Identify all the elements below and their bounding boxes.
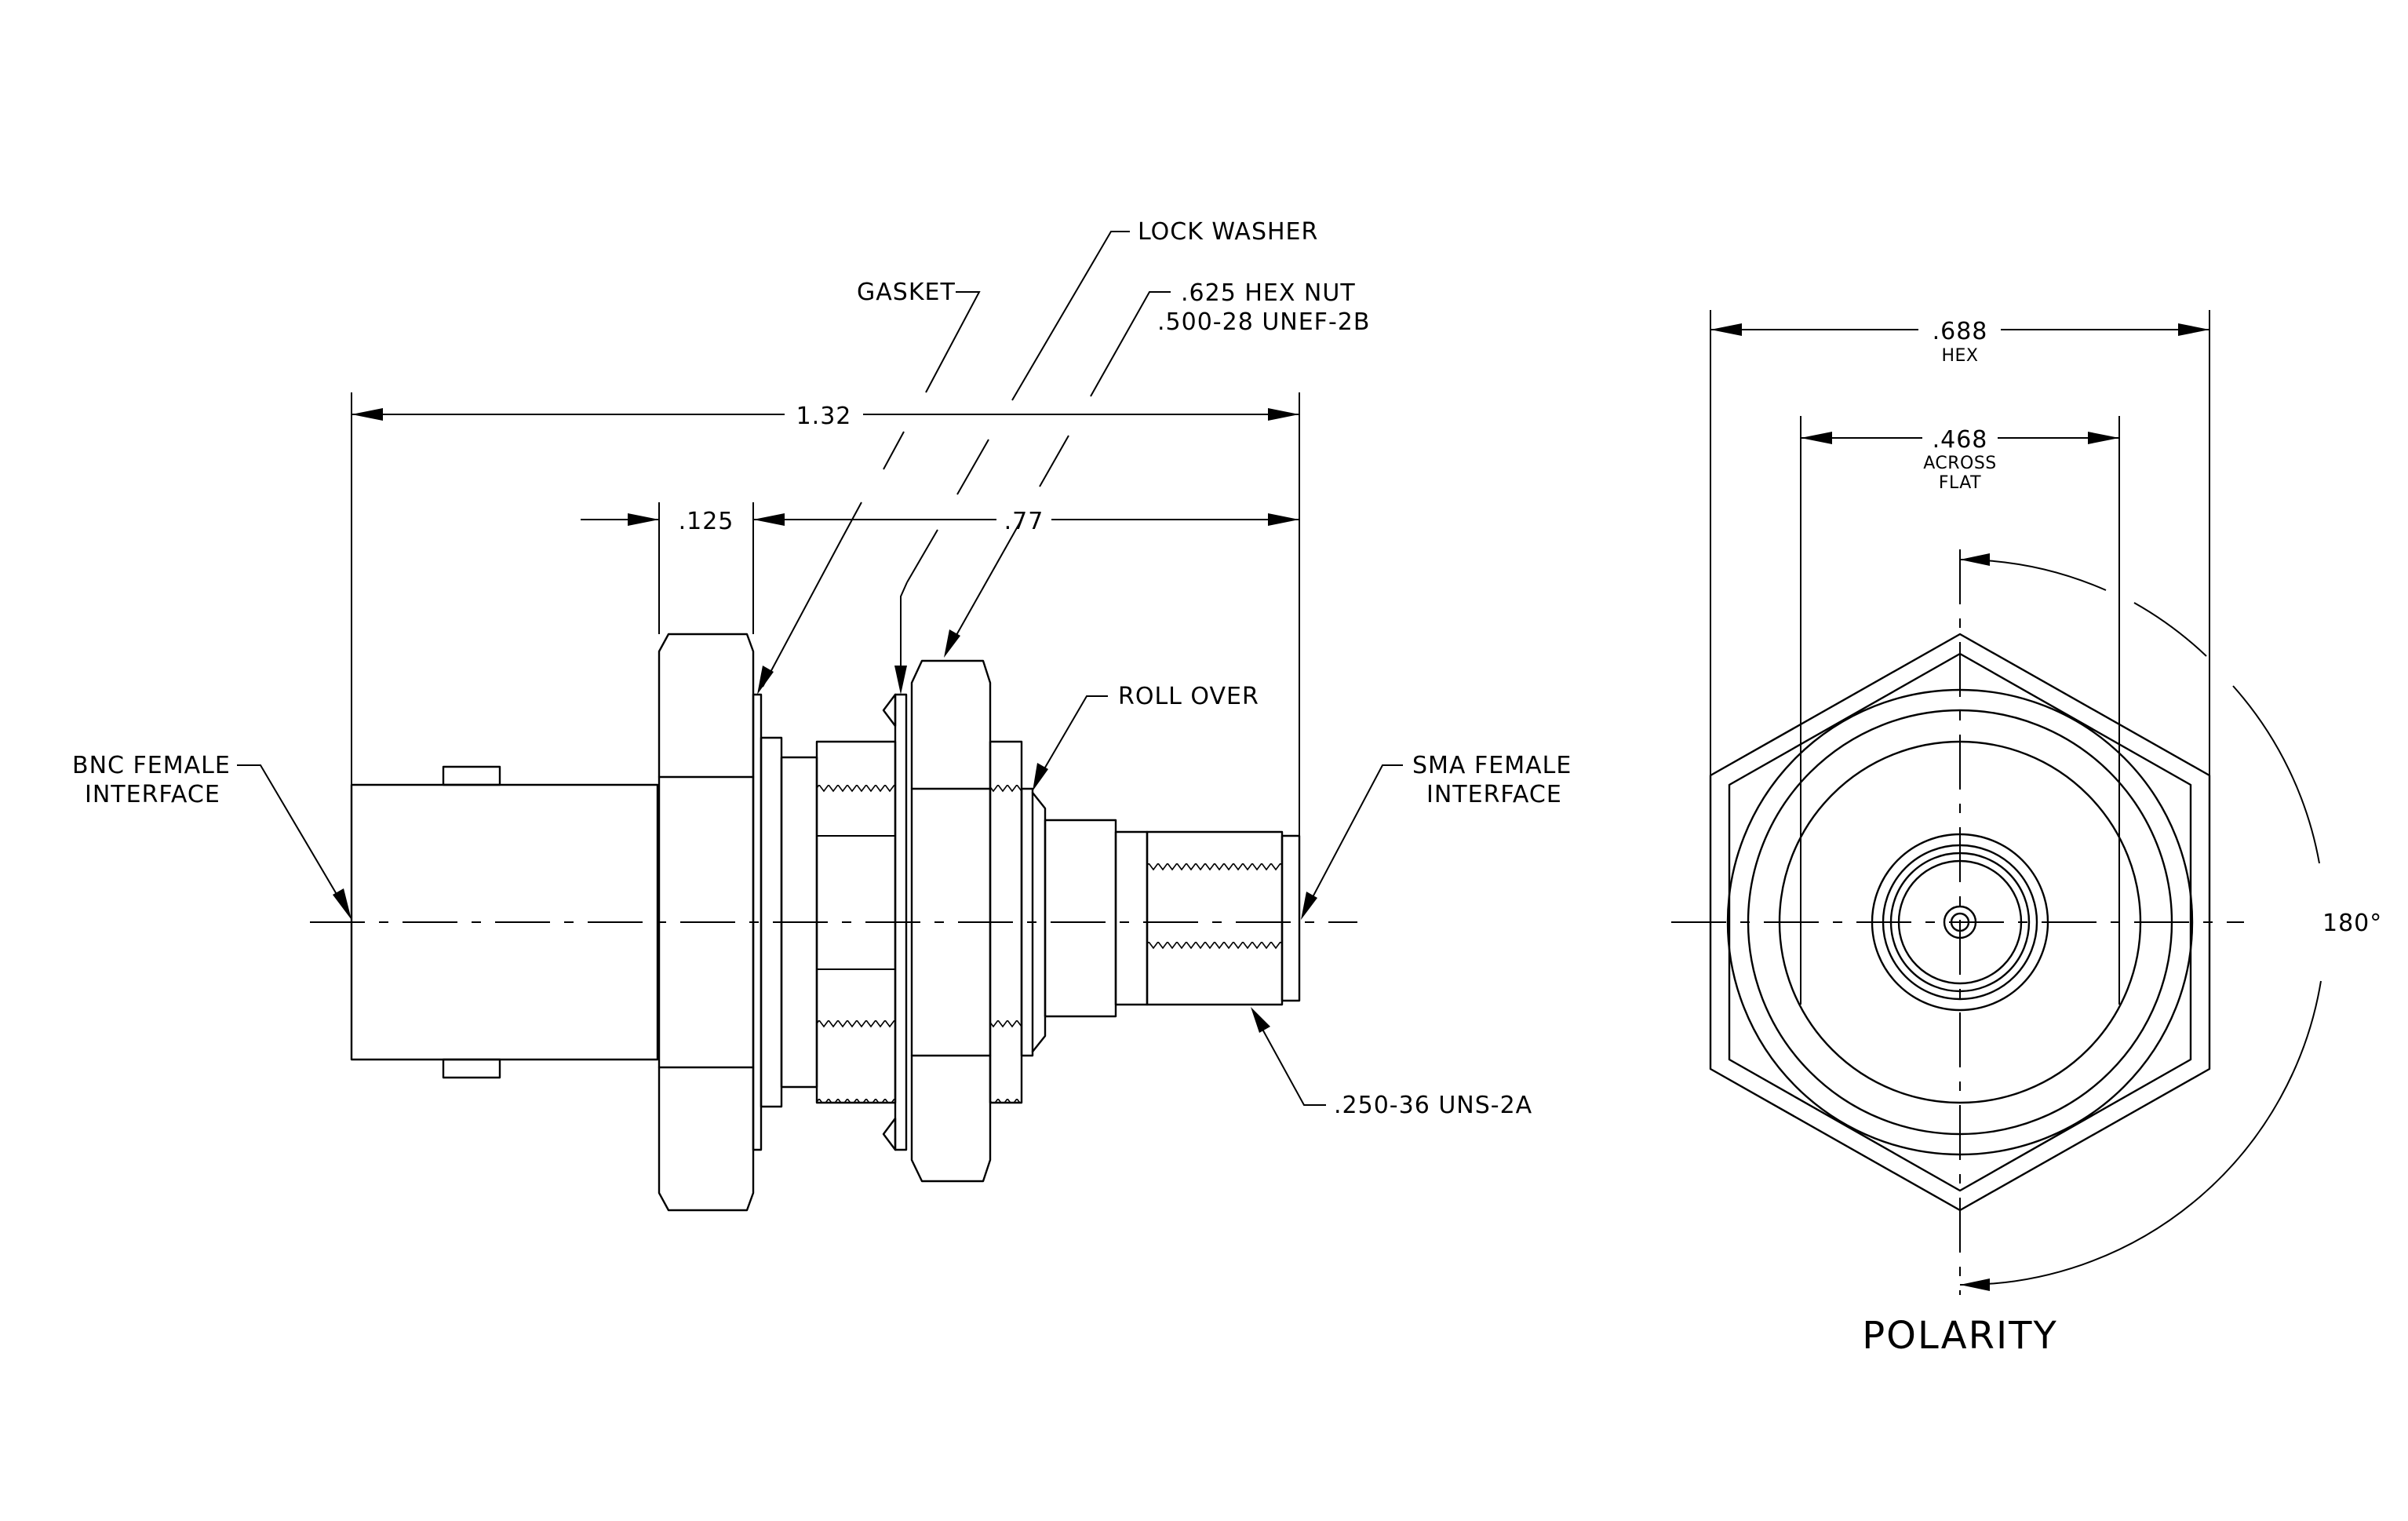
hex-nut: [910, 659, 992, 1183]
dim-angle-text: 180°: [2322, 910, 2382, 937]
callout-gasket: GASKET: [757, 279, 981, 695]
callout-hex-nut-line1: .625 HEX NUT: [1181, 279, 1356, 307]
callout-bnc: BNC FEMALE INTERFACE: [72, 752, 352, 920]
callout-lock-washer-text: LOCK WASHER: [1138, 218, 1318, 246]
dim-hex-note: HEX: [1941, 346, 1978, 366]
end-inner-hex: [1728, 652, 2192, 1192]
end-sma-outer: [1871, 833, 2049, 1012]
callout-roll-over-text: ROLL OVER: [1118, 683, 1259, 710]
dim-across-note-2: FLAT: [1939, 473, 1981, 493]
end-flange-circle: [1726, 688, 2194, 1156]
dim-angle: 180°: [1959, 553, 2382, 1291]
end-body-circle: [1778, 740, 2142, 1104]
bnc-body: [350, 765, 659, 1079]
side-view: 1.32 .125 .77 BNC FEMALE INTERFACE GASKE…: [72, 218, 1572, 1212]
end-washer-circle: [1747, 709, 2173, 1136]
dim-overall-length-text: 1.32: [796, 403, 852, 430]
dim-overall-length: 1.32: [352, 403, 1299, 430]
roll-over: [1020, 787, 1047, 1057]
callout-gasket-text: GASKET: [857, 279, 956, 306]
end-center-pin-inner: [1950, 912, 1970, 932]
callout-bnc-line1: BNC FEMALE: [72, 752, 231, 779]
dim-hex-size-text: .688: [1933, 318, 1988, 345]
dim-across-note-1: ACROSS: [1923, 454, 1997, 473]
sma-neck: [1044, 819, 1117, 1018]
dim-body-length-text: .77: [1004, 508, 1044, 535]
callout-hex-nut-line2: .500-28 UNEF-2B: [1157, 308, 1370, 336]
end-sma-ring3: [1897, 859, 2023, 985]
end-view: .688 HEX .468 ACROSS FLAT 180° POLARITY: [1671, 310, 2382, 1358]
callout-thread-spec-text: .250-36 UNS-2A: [1334, 1092, 1532, 1119]
flange-hex: [658, 633, 755, 1212]
end-sma-ring1: [1882, 844, 2038, 1001]
callout-roll-over: ROLL OVER: [1033, 683, 1259, 791]
callout-thread-spec: .250-36 UNS-2A: [1251, 1007, 1532, 1119]
callout-sma-line1: SMA FEMALE: [1412, 752, 1572, 779]
end-sma-ring2: [1889, 852, 2031, 993]
end-center-pin: [1943, 905, 1977, 939]
callout-sma: SMA FEMALE INTERFACE: [1301, 752, 1572, 920]
callout-sma-line2: INTERFACE: [1426, 781, 1562, 808]
dim-across-flat: .468 ACROSS FLAT: [1801, 426, 2119, 493]
dim-flange-thickness: .125: [581, 508, 785, 535]
callout-lock-washer: LOCK WASHER: [894, 218, 1318, 695]
end-view-title: POLARITY: [1862, 1314, 2058, 1358]
dim-hex-size: .688 HEX: [1710, 318, 2209, 366]
callout-hex-nut: .625 HEX NUT .500-28 UNEF-2B: [944, 279, 1370, 658]
dim-flange-thickness-text: .125: [679, 508, 734, 535]
callout-bnc-line2: INTERFACE: [85, 781, 220, 808]
body-thread: [815, 740, 897, 1104]
dim-body-length: .77: [753, 508, 1299, 535]
sma-thread: [1114, 830, 1301, 1006]
dim-across-flat-text: .468: [1933, 426, 1988, 454]
